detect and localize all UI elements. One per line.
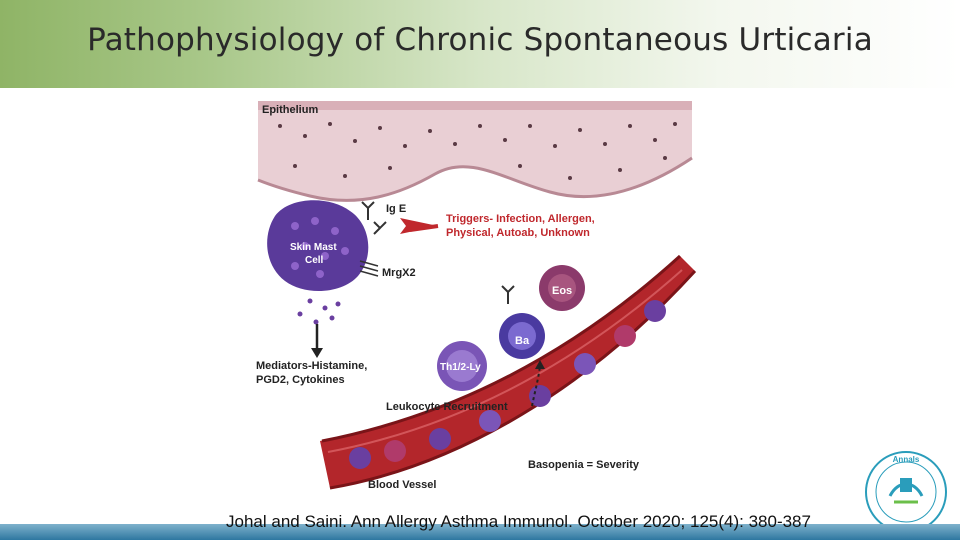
blood-vessel-label: Blood Vessel xyxy=(368,479,436,491)
mediators-arrow-head xyxy=(311,348,323,358)
svg-text:Annals: Annals xyxy=(893,455,920,464)
citation: Johal and Saini. Ann Allergy Asthma Immu… xyxy=(226,512,811,531)
epithelium-label: Epithelium xyxy=(262,104,318,116)
slide-title: Pathophysiology of Chronic Spontaneous U… xyxy=(87,22,873,58)
mediators-label-line2: PGD2, Cytokines xyxy=(256,374,345,386)
trigger-arrow-head xyxy=(400,218,438,234)
footer-bar xyxy=(0,524,960,540)
triggers-label-line2: Physical, Autoab, Unknown xyxy=(446,227,590,239)
trigger-arrow xyxy=(409,224,439,232)
mast-cell-label-line2: Cell xyxy=(305,255,324,266)
eos-label: Eos xyxy=(552,285,572,297)
ige-receptors xyxy=(361,201,387,235)
annals-logo: Annals xyxy=(865,451,947,533)
th-label: Th1/2-Ly xyxy=(440,362,481,373)
skin-mast-cell xyxy=(267,200,369,325)
basopenia-label: Basopenia = Severity xyxy=(528,459,640,471)
ige-label: Ig E xyxy=(386,203,406,215)
recruitment-arrow xyxy=(531,365,541,407)
title-banner xyxy=(0,0,960,88)
vessel-cells xyxy=(349,300,666,469)
mrgx2-receptor xyxy=(359,260,379,277)
mrgx2-label: MrgX2 xyxy=(382,267,416,279)
leukocyte-recruitment-label: Leukocyte Recruitment xyxy=(386,401,508,413)
mediators-label-line1: Mediators-Histamine, xyxy=(256,360,367,372)
mast-cell-label-line1: Skin Mast xyxy=(290,242,337,253)
triggers-label-line1: Triggers- Infection, Allergen, xyxy=(446,213,595,225)
pathophysiology-diagram: Epithelium Skin Mast Cell Ig E MrgX2 xyxy=(256,101,697,491)
epithelium-layer xyxy=(257,101,693,202)
ba-label: Ba xyxy=(515,335,530,347)
